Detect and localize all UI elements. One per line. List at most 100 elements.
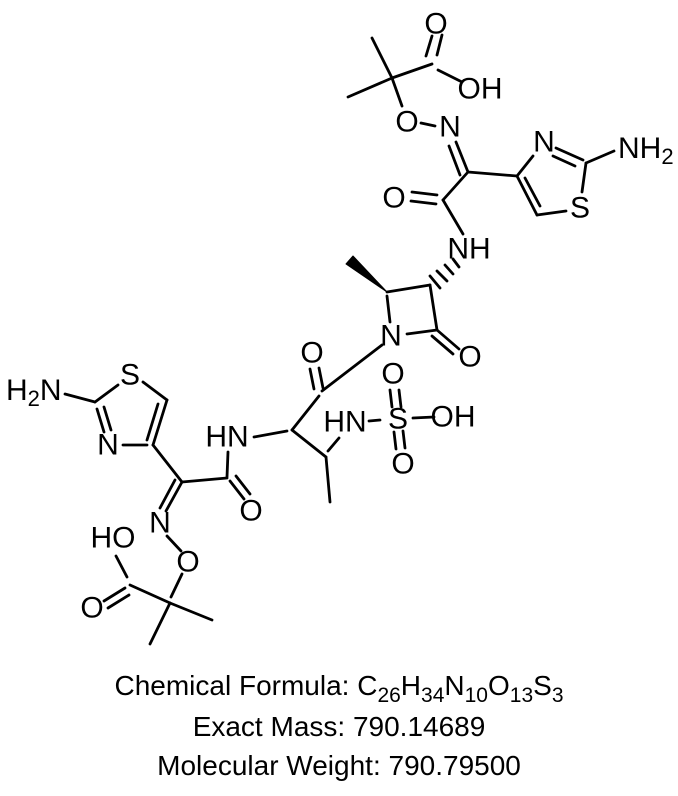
hash-bond [451, 257, 461, 269]
bond [397, 388, 403, 409]
beta-lactam-ring [345, 255, 461, 356]
atom-hn-amide-left: HN [205, 421, 248, 454]
left-oxime-group [158, 478, 184, 599]
bond [441, 170, 470, 202]
bond [466, 170, 519, 178]
atom-o-carbonyl-top: O [424, 8, 447, 41]
atom-oh-carboxyl-top: OH [458, 73, 503, 106]
atom-o-betalactam: O [458, 341, 481, 374]
bond [428, 283, 439, 332]
bond [234, 474, 252, 496]
bond [419, 121, 437, 128]
bond [515, 154, 535, 178]
bond [454, 140, 470, 174]
bond [435, 33, 444, 57]
atom-o-amide-top: O [382, 182, 405, 215]
bond [409, 199, 438, 206]
bond [168, 601, 214, 622]
atom-o-acyl: O [300, 337, 323, 370]
bond [158, 478, 177, 510]
bond [580, 161, 588, 194]
wedge-bond [345, 255, 388, 293]
bond [385, 294, 392, 324]
bond [102, 586, 127, 603]
bond [441, 198, 465, 236]
left-carboxylic-acid-group [102, 554, 214, 646]
atom-s-thiazole-left: S [120, 359, 140, 392]
atom-o-amide-left: O [239, 495, 262, 528]
hash-bond [435, 269, 449, 283]
left-amide-group [180, 450, 252, 501]
bond [308, 367, 316, 391]
bond [447, 144, 462, 177]
bond [324, 455, 332, 504]
top-carboxylic-acid-group [346, 33, 464, 108]
bond [392, 430, 398, 451]
bond [128, 583, 172, 605]
atom-o-ether-top: O [395, 106, 418, 139]
atom-ho-carboxyl-left: HO [91, 522, 136, 555]
bond [346, 76, 394, 99]
bond [317, 366, 325, 390]
bond [554, 146, 585, 162]
right-aminothiazole-ring [466, 146, 616, 217]
bond [388, 388, 394, 409]
atom-n-thiazole-right: N [533, 126, 555, 159]
caption-block: Chemical Formula: C26H34N10O13S3 Exact M… [114, 670, 563, 781]
bond [102, 405, 113, 432]
bond [385, 283, 432, 294]
bond [169, 572, 184, 599]
bond [114, 554, 129, 579]
bond [410, 190, 439, 197]
bond [95, 407, 106, 434]
bond [290, 428, 328, 459]
bond [515, 174, 539, 217]
bond [151, 443, 184, 484]
bond [228, 479, 246, 501]
bond [390, 76, 404, 108]
bond [252, 429, 289, 439]
left-aminothiazole-ring [63, 380, 184, 484]
bond [151, 398, 169, 447]
bond [290, 394, 321, 432]
top-oxime-group [419, 121, 470, 177]
bond [535, 209, 568, 217]
atom-nh2-right: NH2 [618, 132, 674, 169]
atom-h2n-left: H2N [6, 374, 62, 411]
atom-n-thiazole-left: N [97, 429, 119, 462]
bond [523, 176, 542, 208]
atom-n-betalactam: N [380, 320, 402, 353]
bond [367, 418, 382, 423]
bond [370, 36, 394, 80]
bond [93, 383, 120, 404]
bond [320, 343, 384, 393]
bond [106, 593, 131, 610]
atom-hn-sulfamate: HN [323, 406, 366, 439]
bond [164, 480, 184, 513]
bond [141, 380, 169, 402]
atom-labels: O OH O N N NH2 S O NH N O O HN S O O OH … [6, 8, 674, 625]
bond [401, 429, 407, 450]
atom-o-sulfonyl-bottom: O [391, 448, 414, 481]
chemical-formula-line: Chemical Formula: C26H34N10O13S3 [114, 670, 563, 707]
molecular-weight-line: Molecular Weight: 790.79500 [157, 750, 521, 781]
bond [225, 450, 230, 479]
bond [165, 534, 183, 553]
hash-bond [428, 274, 442, 290]
bond [436, 68, 464, 84]
bond [430, 334, 455, 356]
atom-n-oxime-left: N [149, 507, 171, 540]
hash-bond [443, 263, 455, 276]
atom-n-oxime-top: N [439, 111, 461, 144]
atom-o-carbonyl-left: O [80, 592, 103, 625]
atom-s-sulfamate: S [388, 403, 408, 436]
top-amide-group [409, 170, 470, 236]
bond [148, 601, 172, 646]
atom-o-sulfonyl-top: O [381, 358, 404, 391]
bond [584, 149, 616, 165]
backbone-chain [252, 343, 384, 504]
bond [405, 328, 439, 336]
bond [326, 436, 341, 453]
